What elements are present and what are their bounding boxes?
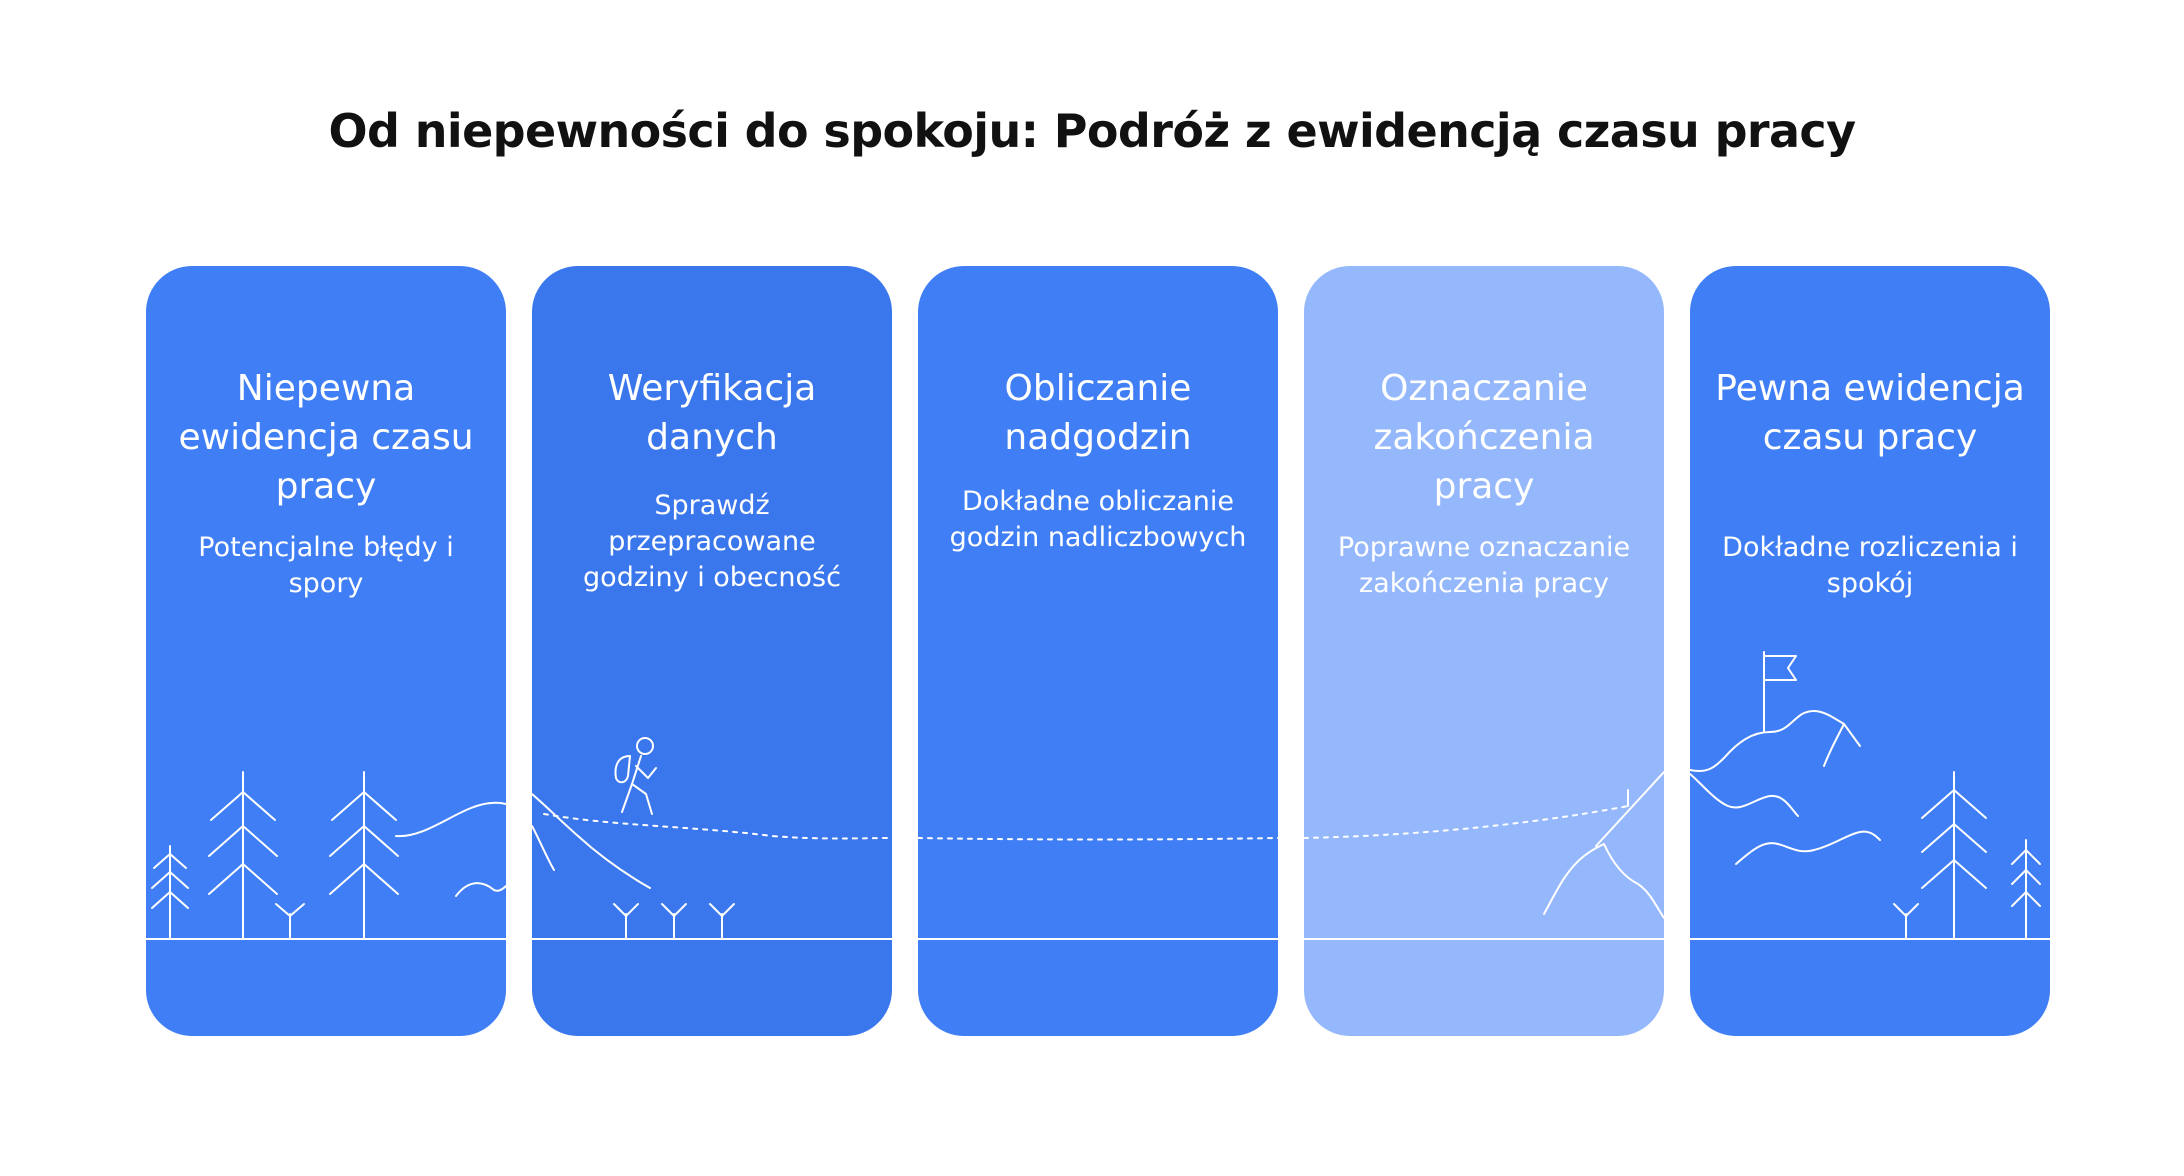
ground-line [918, 938, 1278, 940]
summit-flag-icon [1690, 651, 2041, 939]
ground-line [1690, 938, 2050, 940]
ground-line [1304, 938, 1664, 940]
stage-description: Sprawdź przepracowane godziny i obecność [583, 490, 841, 593]
hiker-icon [532, 737, 892, 939]
stage-description: Dokładne obliczanie godzin nadliczbowych [949, 486, 1247, 553]
stage-card-1: Niepewna ewidencja czasu pracy Potencjal… [146, 266, 506, 1036]
stage-description: Potencjalne błędy i spory [198, 532, 454, 599]
ground-line [532, 938, 892, 940]
stage-card-4: Oznaczanie zakończenia pracy Poprawne oz… [1304, 266, 1664, 1036]
stage-title: Niepewna ewidencja czasu pracy [178, 368, 474, 507]
stage-title: Pewna ewidencja czasu pracy [1715, 368, 2025, 458]
ground-line [146, 938, 506, 940]
mountain-slope-icon [1304, 771, 1664, 919]
dotted-path-icon [918, 837, 1278, 841]
stage-card-3: Obliczanie nadgodzin Dokładne obliczanie… [918, 266, 1278, 1036]
stage-title: Oznaczanie zakończenia pracy [1373, 368, 1595, 507]
forest-icon [151, 771, 506, 939]
stage-card-2: Weryfikacja danych Sprawdź przepracowane… [532, 266, 892, 1036]
stage-title: Weryfikacja danych [607, 368, 817, 458]
stage-description: Dokładne rozliczenia i spokój [1722, 532, 2018, 599]
stage-card-5: Pewna ewidencja czasu pracy Dokładne roz… [1690, 266, 2050, 1036]
stage-description: Poprawne oznaczanie zakończenia pracy [1337, 532, 1631, 599]
stage-title: Obliczanie nadgodzin [1004, 368, 1192, 458]
page-title: Od niepewności do spokoju: Podróż z ewid… [328, 104, 1857, 158]
